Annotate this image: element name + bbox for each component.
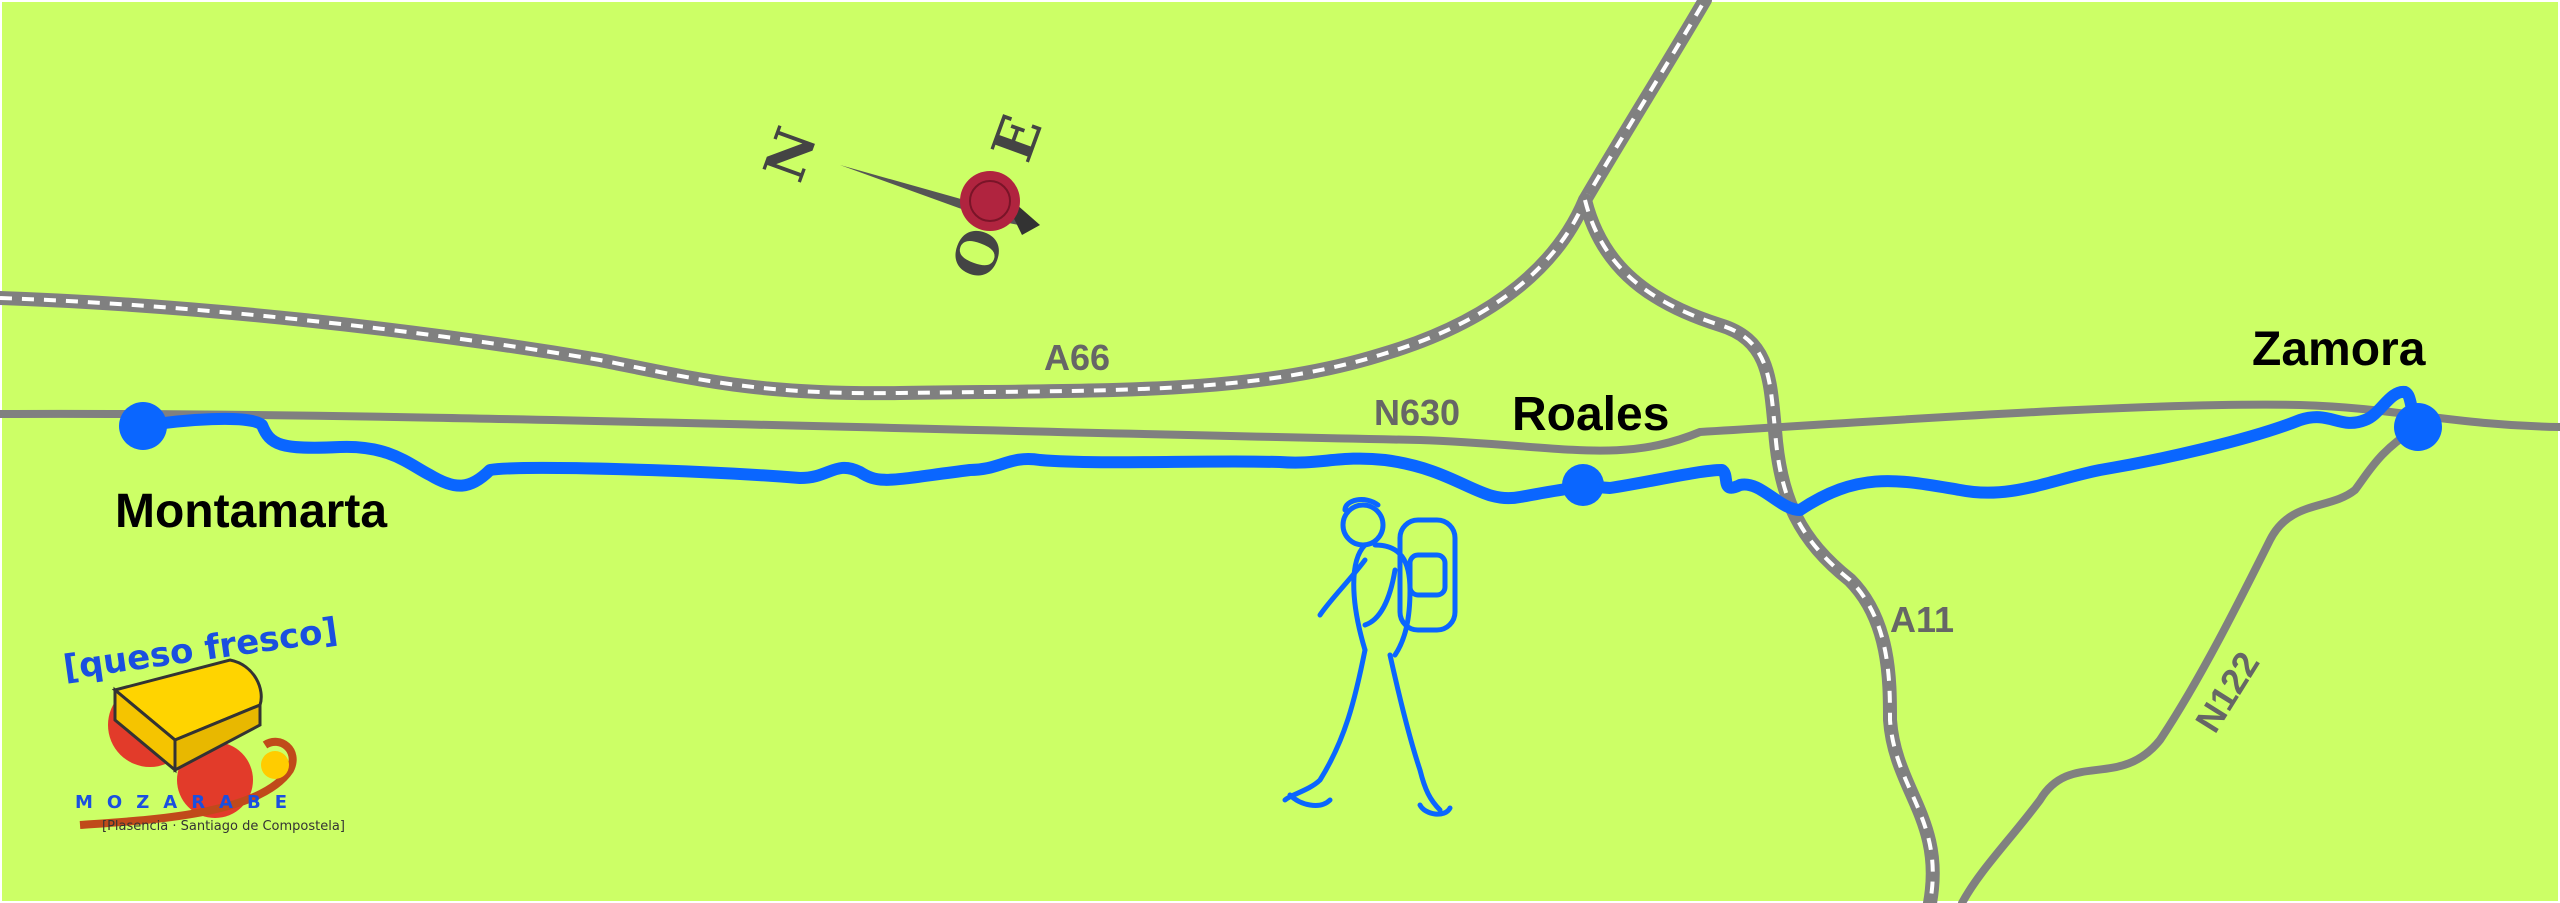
road-label-n630: N630: [1374, 392, 1460, 433]
road-label-a66: A66: [1044, 337, 1110, 378]
town-label-roales: Roales: [1512, 388, 1669, 441]
town-marker-montamarta[interactable]: [119, 402, 167, 450]
sun-icon: [261, 751, 289, 779]
town-label-zamora: Zamora: [2252, 323, 2426, 376]
road-n630: [0, 400, 2560, 455]
logo-subtitle: MOZARABE: [75, 792, 301, 813]
road-n122: [1958, 423, 2422, 903]
logo-footprint-right: [177, 742, 253, 818]
compass-seal-ring: [969, 180, 1011, 222]
compass-seal: [960, 171, 1020, 231]
logo-tagline: [Plasencia · Santiago de Compostela]: [102, 819, 345, 834]
logo-swoosh: [79, 737, 297, 829]
cheese-wedge-icon: [111, 658, 263, 774]
road-label-a11: A11: [1890, 599, 1954, 640]
hiker-with-backpack-icon: [1282, 497, 1458, 817]
town-label-montamarta: Montamarta: [115, 485, 387, 538]
road-a11: [1578, 193, 1940, 903]
town-marker-zamora[interactable]: [2394, 403, 2442, 451]
town-marker-roales[interactable]: [1562, 464, 1604, 506]
camino-route: [137, 386, 2424, 516]
compass-rose-icon: N E O: [751, 107, 1056, 288]
